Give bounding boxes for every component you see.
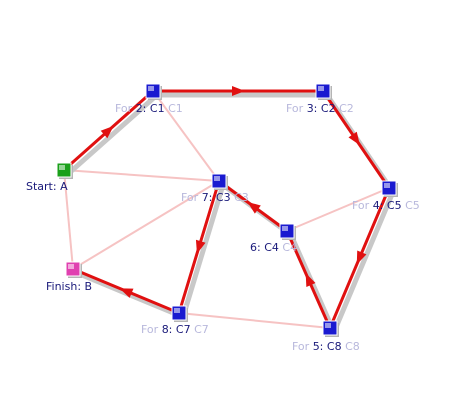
- arrow-icon: [247, 201, 261, 214]
- node-label-suffix: C5: [402, 199, 420, 212]
- edge-A-B: [63, 169, 74, 270]
- node-A[interactable]: [56, 162, 73, 179]
- edge-C1-C3: [152, 90, 220, 182]
- node-highlight: [214, 176, 220, 181]
- arrow-icon: [232, 86, 245, 96]
- node-label-C7: For 8: C7 C7: [141, 323, 209, 336]
- edge-C4-C5: [286, 187, 390, 232]
- node-label-label: 8: C7: [162, 323, 191, 336]
- arrow-icon: [195, 239, 206, 254]
- node-label-prefix: For: [115, 102, 136, 115]
- node-label-suffix: C1: [165, 102, 183, 115]
- node-label-label: 7: C3: [202, 191, 231, 204]
- node-label-prefix: For: [286, 102, 307, 115]
- node-C1[interactable]: [145, 83, 162, 100]
- path-edges: [62, 86, 396, 335]
- path-shadow-A-C1: [65, 92, 160, 177]
- node-label-label: 3: C2: [307, 102, 336, 115]
- arrow-icon: [100, 125, 114, 139]
- node-C8[interactable]: [322, 320, 339, 337]
- node-label-label: 5: C8: [313, 340, 342, 353]
- node-C5[interactable]: [381, 180, 398, 197]
- node-highlight: [148, 86, 154, 91]
- node-C7[interactable]: [171, 305, 188, 322]
- edge-C7-C8: [178, 312, 331, 329]
- node-label-C4: 6: C4 C4: [250, 241, 297, 254]
- node-highlight: [59, 165, 65, 170]
- node-B[interactable]: [65, 261, 82, 278]
- node-label-C5: For 4: C5 C5: [352, 199, 420, 212]
- node-highlight: [384, 183, 390, 188]
- node-label-prefix: For: [352, 199, 373, 212]
- node-highlight: [282, 226, 288, 231]
- node-label-A: Start: A: [26, 180, 68, 193]
- edge-A-C3: [63, 169, 220, 182]
- node-label-prefix: For: [181, 191, 202, 204]
- node-label-prefix: For: [292, 340, 313, 353]
- path-shadow-C3-C7: [180, 182, 226, 320]
- node-label-prefix: For: [141, 323, 162, 336]
- path-shadow-C5-C8: [331, 189, 396, 335]
- node-label-label: 6: C4: [250, 241, 279, 254]
- node-label-suffix: C8: [342, 340, 360, 353]
- arrow-icon: [305, 273, 316, 288]
- node-label-B: Finish: B: [46, 280, 92, 293]
- node-label-C8: For 5: C8 C8: [292, 340, 360, 353]
- node-label-label: Finish: B: [46, 280, 92, 293]
- edge-B-C3: [72, 180, 220, 270]
- node-C2[interactable]: [315, 83, 332, 100]
- node-label-suffix: C3: [231, 191, 249, 204]
- graph-nodes: [56, 83, 398, 337]
- node-label-C2: For 3: C2 C2: [286, 102, 354, 115]
- node-label-C3: For 7: C3 C3: [181, 191, 249, 204]
- node-label-label: 4: C5: [373, 199, 402, 212]
- arrow-icon: [356, 250, 367, 265]
- arrow-icon: [348, 131, 360, 146]
- node-label-label: 2: C1: [136, 102, 165, 115]
- node-highlight: [318, 86, 324, 91]
- node-label-suffix: C2: [336, 102, 354, 115]
- node-highlight: [174, 308, 180, 313]
- node-C4[interactable]: [279, 223, 296, 240]
- node-label-C1: For 2: C1 C1: [115, 102, 183, 115]
- node-label-suffix: C7: [191, 323, 209, 336]
- node-highlight: [68, 264, 74, 269]
- arrow-icon: [119, 288, 134, 298]
- node-highlight: [325, 323, 331, 328]
- node-label-label: Start: A: [26, 180, 68, 193]
- node-C3[interactable]: [211, 173, 228, 190]
- node-label-suffix: C4: [279, 241, 297, 254]
